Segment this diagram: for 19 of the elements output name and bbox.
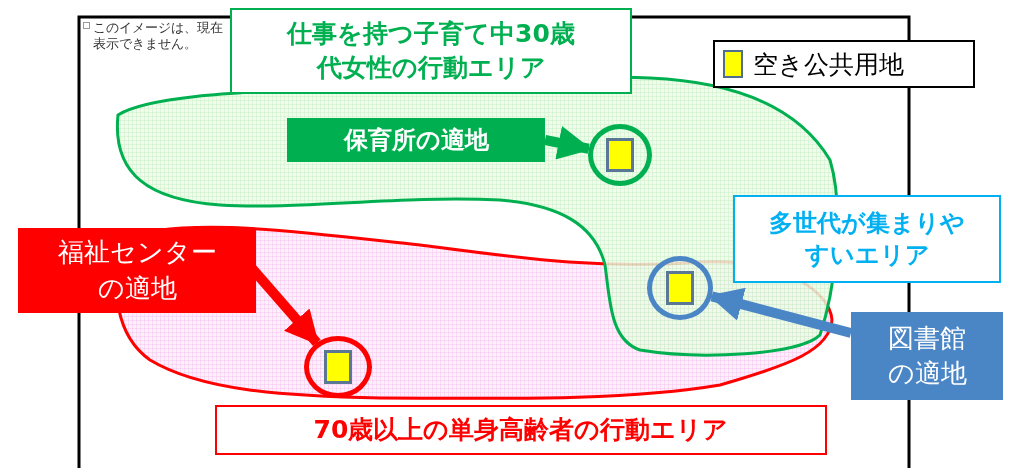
arrow <box>708 287 853 338</box>
area-title-box <box>230 8 632 94</box>
label-text: 図書館の適地 <box>886 321 968 390</box>
area-title-box <box>215 405 827 455</box>
site-circle <box>304 336 372 398</box>
label-text: 70歳以上の単身高齢者の行動エリア <box>313 414 729 447</box>
label-text: 福祉センターの適地 <box>56 236 218 305</box>
legend-label: 空き公共用地 <box>753 48 904 81</box>
area-note-box <box>733 195 1001 283</box>
label-text: 仕事を持つ子育て中30歳代女性の行動エリア <box>285 18 576 84</box>
arrow <box>544 126 592 160</box>
label-text: 多世代が集まりやすいエリア <box>768 207 966 271</box>
note-text: このイメージは、現在表示できません。 <box>93 20 224 52</box>
label-text: 保育所の適地 <box>343 124 489 156</box>
site-circle <box>647 256 713 320</box>
site-label-box <box>287 118 545 162</box>
site-circle <box>588 124 652 186</box>
site-label-box <box>851 312 1003 400</box>
site-label-box <box>18 228 256 313</box>
